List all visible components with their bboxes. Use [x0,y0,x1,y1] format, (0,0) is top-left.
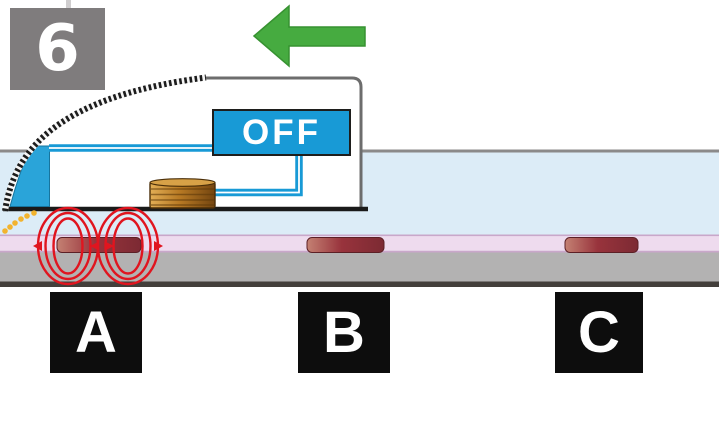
track-label-b: B [298,292,390,373]
crop-tick [66,0,71,9]
track-label-c: C [555,292,643,373]
onboard-coil [149,178,216,209]
track-label-a: A [50,292,142,373]
track-coil-c [564,237,639,253]
nose-curve [2,74,207,212]
track-coil-b [306,237,385,253]
switch-off-label: OFF [212,109,351,156]
circuit-wire-right [212,155,303,197]
direction-arrow-left-icon [252,4,366,68]
track-coils [56,237,639,253]
coil-strip-top-border [0,234,719,237]
motion-trail-dots [2,210,37,234]
step-badge: 6 [10,8,105,90]
track-bottom-line [0,281,719,287]
magnetic-field-lines [33,206,163,286]
vehicle-roof-wall [203,76,363,207]
